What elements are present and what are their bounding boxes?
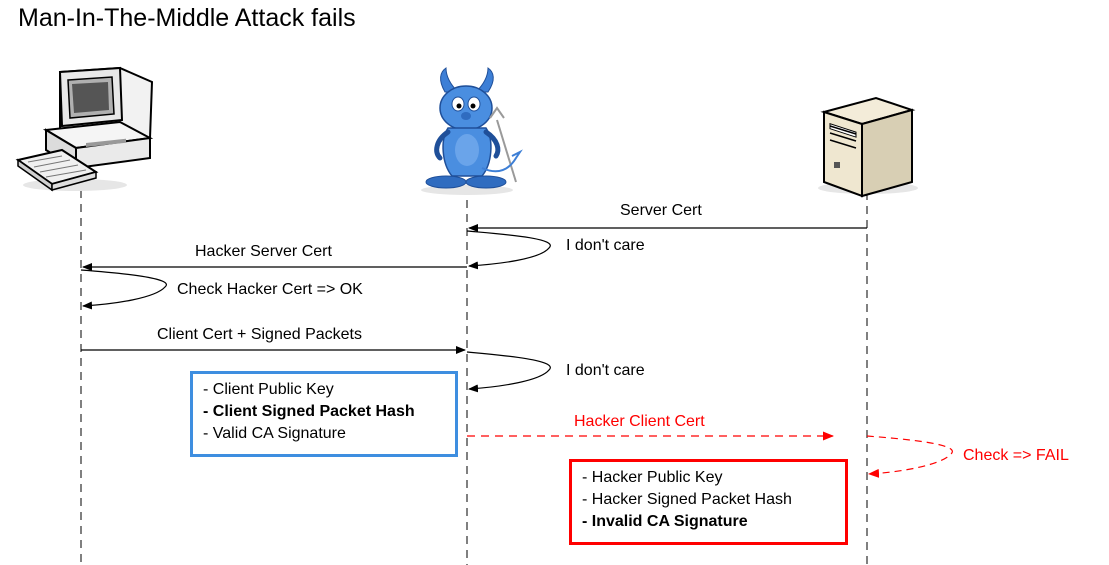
- desktop-computer-icon: [15, 66, 154, 192]
- dont-care-loop-2: [466, 351, 551, 393]
- dont-care-label-2: I don't care: [566, 362, 645, 379]
- check-ok-loop: [80, 269, 168, 310]
- server-tower-icon: [818, 96, 918, 198]
- client-signed-hash-line: - Client Signed Packet Hash: [203, 403, 415, 420]
- check-fail-label: Check => FAIL: [963, 447, 1069, 464]
- hacker-public-key-line: - Hacker Public Key: [582, 469, 723, 486]
- client-cert-contents-box: - Client Public Key - Client Signed Pack…: [190, 371, 458, 457]
- client-cert-signed-label: Client Cert + Signed Packets: [157, 326, 362, 343]
- bsd-daemon-mascot-icon: [421, 67, 523, 195]
- hacker-cert-contents-box: - Hacker Public Key - Hacker Signed Pack…: [569, 459, 848, 545]
- check-fail-loop: [866, 435, 953, 478]
- valid-ca-signature-line: - Valid CA Signature: [203, 425, 346, 442]
- dont-care-loop-1: [466, 230, 551, 270]
- dont-care-label-1: I don't care: [566, 237, 645, 254]
- server-cert-label: Server Cert: [620, 202, 702, 219]
- check-hacker-cert-label: Check Hacker Cert => OK: [177, 281, 363, 298]
- hacker-client-cert-label: Hacker Client Cert: [574, 413, 705, 430]
- page-title: Man-In-The-Middle Attack fails: [18, 4, 356, 32]
- hacker-signed-hash-line: - Hacker Signed Packet Hash: [582, 491, 792, 508]
- invalid-ca-signature-line: - Invalid CA Signature: [582, 513, 748, 530]
- hacker-server-cert-label: Hacker Server Cert: [195, 243, 332, 260]
- client-public-key-line: - Client Public Key: [203, 381, 334, 398]
